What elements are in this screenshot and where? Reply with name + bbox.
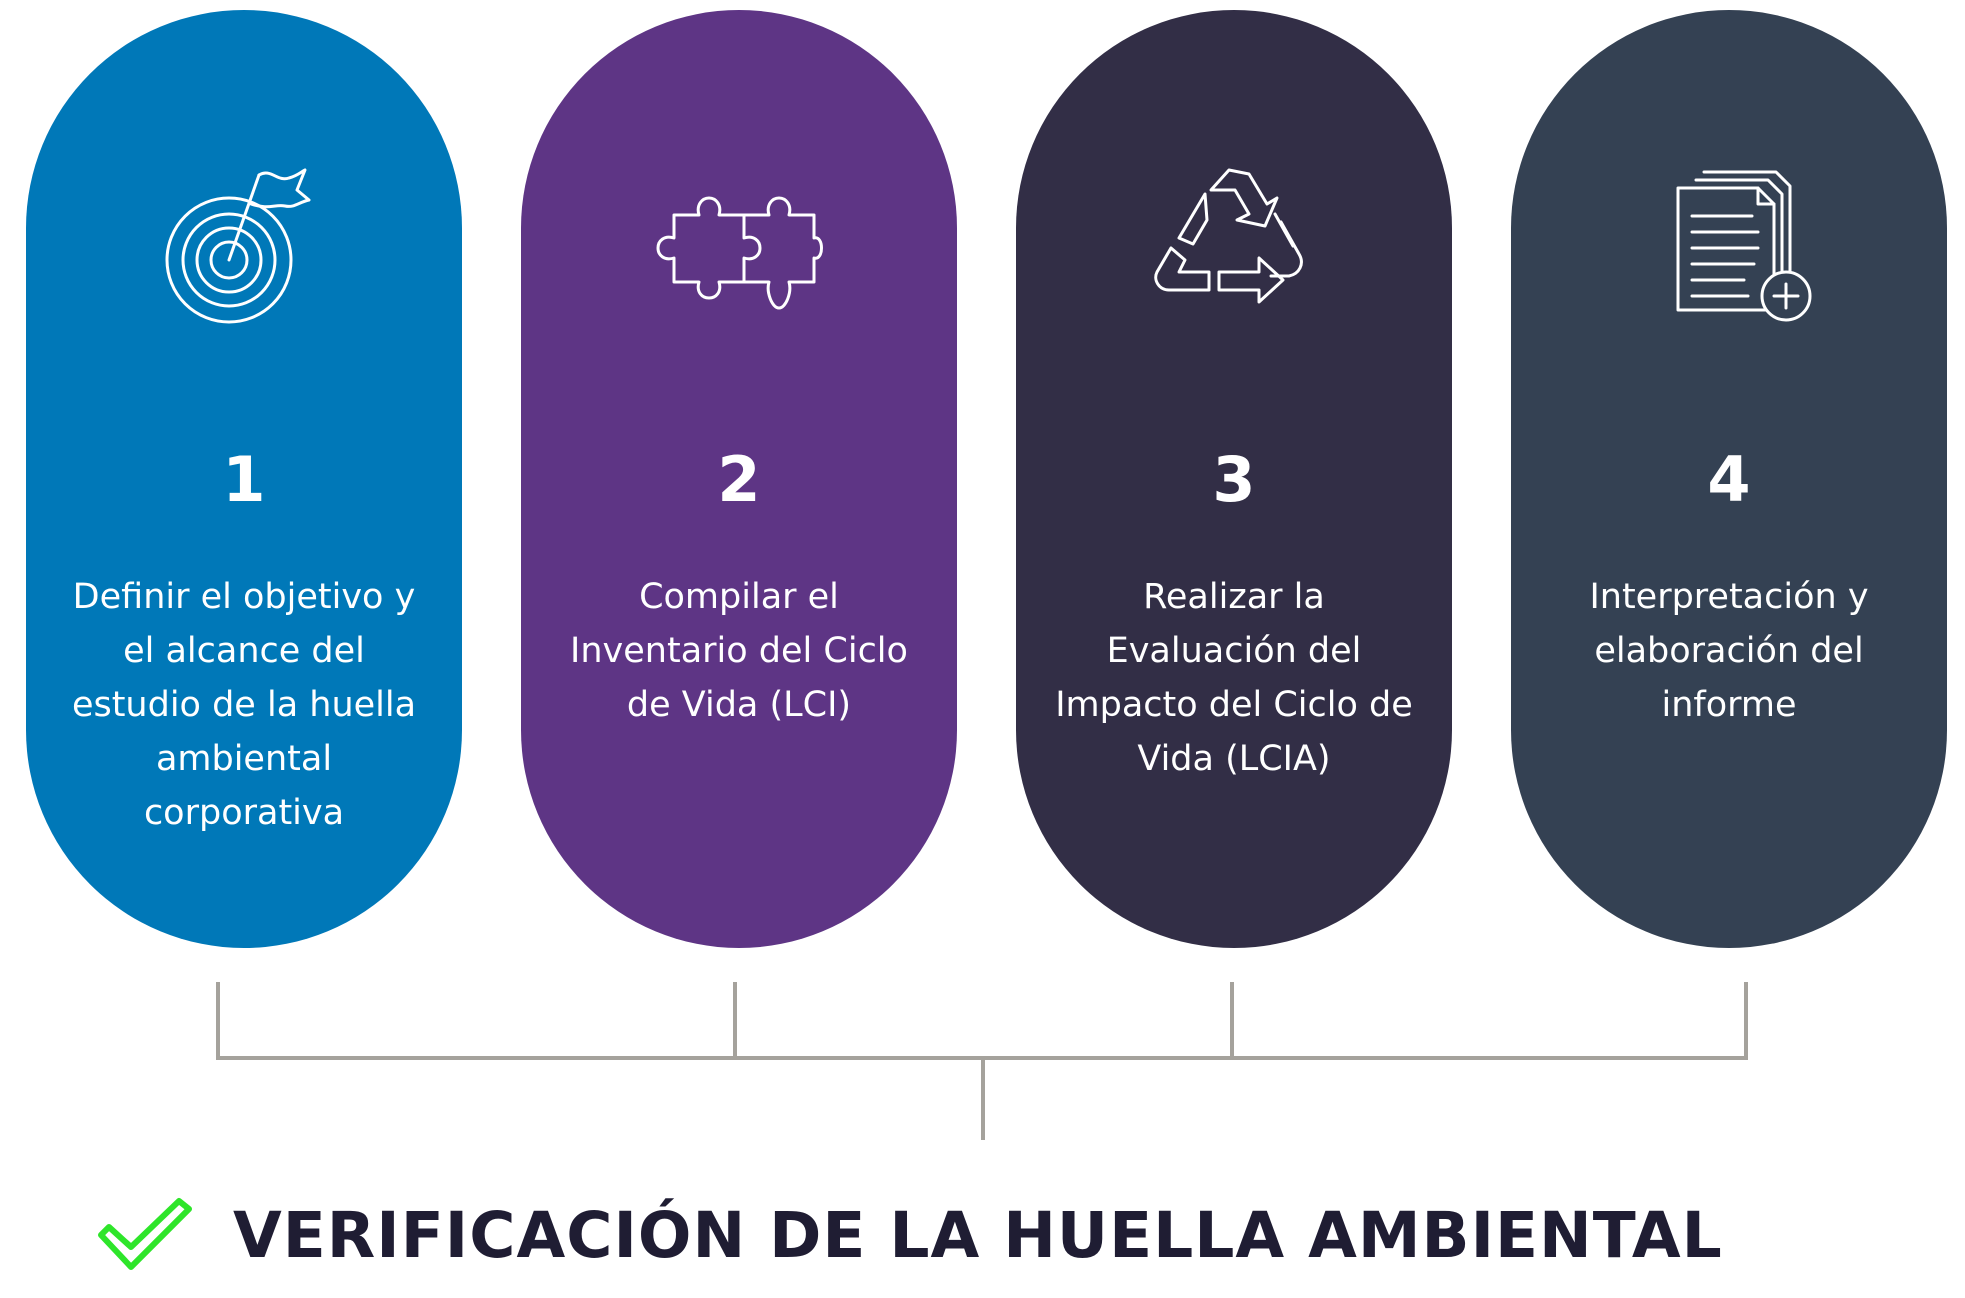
check-icon: [95, 1195, 195, 1275]
step-description: Definir el objetivo y el alcance del est…: [71, 577, 417, 833]
verification-title: VERIFICACIÓN DE LA HUELLA AMBIENTAL: [233, 1198, 1723, 1272]
step-description: Interpretación y elaboración del informe: [1589, 577, 1869, 725]
step-number: 2: [717, 443, 761, 516]
step-description: Compilar el Inventario del Ciclo de Vida…: [570, 577, 908, 725]
step-description: Realizar la Evaluación del Impacto del C…: [1055, 577, 1413, 779]
step-4-pill: 4 Interpretación y elaboración del infor…: [1511, 10, 1947, 948]
verification-footer: VERIFICACIÓN DE LA HUELLA AMBIENTAL: [95, 1180, 1723, 1290]
recycle-icon: [1149, 160, 1319, 330]
step-number: 1: [222, 443, 266, 516]
step-number: 4: [1707, 443, 1751, 516]
document-add-icon: [1644, 160, 1814, 330]
step-number: 3: [1212, 443, 1256, 516]
step-1-pill: 1 Definir el objetivo y el alcance del e…: [26, 10, 462, 948]
puzzle-icon: [654, 160, 824, 330]
step-3-pill: 3 Realizar la Evaluación del Impacto del…: [1016, 10, 1452, 948]
target-flag-icon: [159, 160, 329, 330]
step-2-pill: 2 Compilar el Inventario del Ciclo de Vi…: [521, 10, 957, 948]
